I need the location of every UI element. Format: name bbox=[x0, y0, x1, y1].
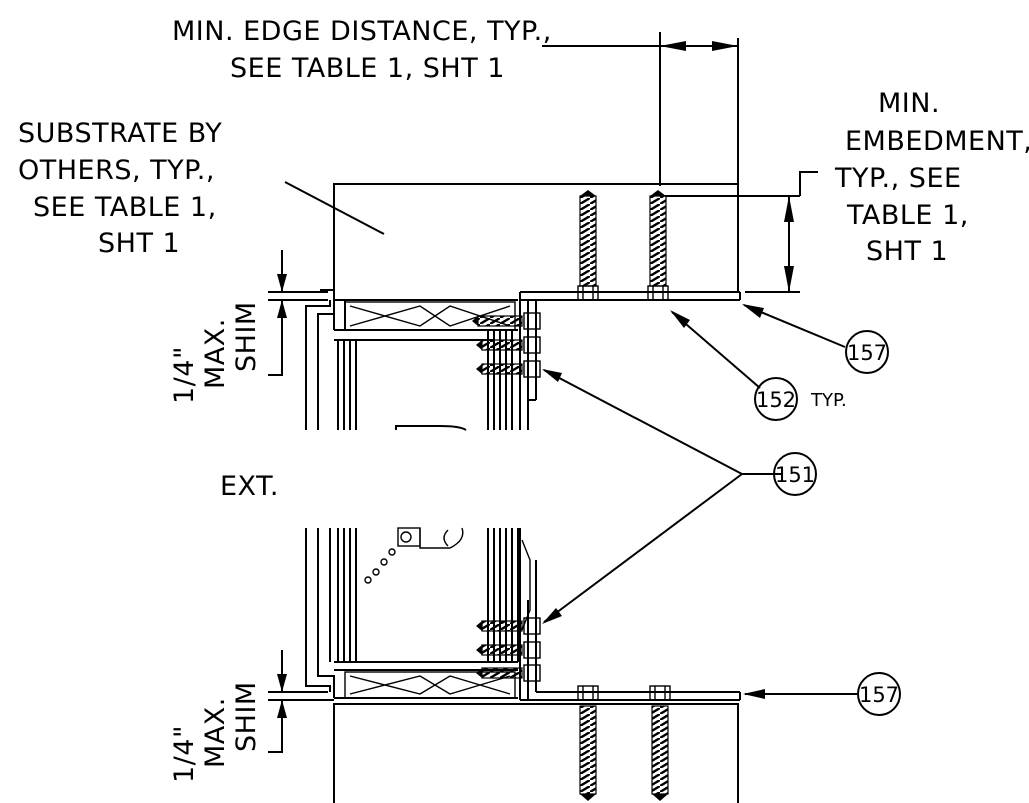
upper-anchor-right bbox=[647, 190, 669, 301]
embedment-line-1: MIN. bbox=[878, 88, 940, 119]
shim-bottom-line-1: 1/4" bbox=[169, 725, 200, 783]
lower-anchor-left bbox=[577, 685, 599, 801]
shim-bottom-line-3: SHIM bbox=[231, 681, 262, 752]
shim-top-line-3: SHIM bbox=[231, 301, 262, 372]
glazing-detail bbox=[364, 527, 464, 584]
upper-clip-screws bbox=[472, 312, 541, 378]
callout-157-bottom-number: 157 bbox=[859, 683, 899, 707]
typ-label: TYP. bbox=[810, 390, 847, 411]
arrow-head bbox=[660, 41, 686, 51]
substrate-line-2: OTHERS, TYP., bbox=[18, 155, 215, 186]
embedment-line-3: TYP., SEE bbox=[834, 163, 962, 194]
embedment-line-5: SHT 1 bbox=[866, 236, 948, 267]
gasket-outline bbox=[395, 425, 467, 431]
embedment-line-4: TABLE 1, bbox=[846, 200, 969, 231]
callout-157-top: 157 bbox=[742, 304, 889, 374]
callout-151: 151 bbox=[542, 369, 817, 624]
substrate-line-1: SUBSTRATE BY bbox=[18, 118, 222, 149]
shim-label-top: 1/4" MAX. SHIM bbox=[169, 301, 262, 404]
arrow-head bbox=[712, 41, 738, 51]
callout-152-number: 152 bbox=[756, 388, 796, 412]
callout-151-number: 151 bbox=[775, 463, 815, 487]
edge-distance-label: MIN. EDGE DISTANCE, TYP., SEE TABLE 1, S… bbox=[172, 16, 552, 84]
embedment-line-2: EMBEDMENT, bbox=[845, 126, 1029, 157]
shim-indicator-top bbox=[268, 250, 328, 376]
embedment-label: MIN. EMBEDMENT, TYP., SEE TABLE 1, SHT 1 bbox=[834, 88, 1029, 267]
substrate-line-4: SHT 1 bbox=[98, 228, 180, 259]
ext-label: EXT. bbox=[220, 471, 279, 502]
lower-substrate bbox=[333, 703, 739, 803]
lower-clip-screws bbox=[476, 617, 541, 682]
callout-157-top-number: 157 bbox=[847, 341, 887, 365]
callout-152: 152 bbox=[670, 310, 798, 421]
shim-top-line-1: 1/4" bbox=[169, 346, 200, 404]
upper-anchor-left bbox=[577, 190, 599, 301]
upper-mullion bbox=[305, 289, 518, 431]
arrow-head bbox=[784, 196, 794, 222]
substrate-leader bbox=[284, 181, 385, 235]
edge-distance-dimension bbox=[542, 32, 739, 186]
edge-distance-line-1: MIN. EDGE DISTANCE, TYP., bbox=[172, 16, 552, 47]
shim-label-bottom: 1/4" MAX. SHIM bbox=[169, 681, 262, 783]
upper-substrate bbox=[284, 181, 739, 292]
upper-clip-angle bbox=[519, 291, 741, 430]
lower-mullion bbox=[305, 528, 519, 701]
arrow-head bbox=[784, 266, 794, 292]
edge-distance-line-2: SEE TABLE 1, SHT 1 bbox=[230, 53, 505, 84]
embedment-dimension bbox=[665, 171, 818, 293]
substrate-label: SUBSTRATE BY OTHERS, TYP., SEE TABLE 1, … bbox=[18, 118, 222, 259]
shim-indicator-bottom bbox=[268, 650, 328, 753]
callout-157-bottom: 157 bbox=[743, 672, 901, 716]
shim-bottom-line-2: MAX. bbox=[200, 697, 231, 768]
lower-anchor-right bbox=[649, 685, 671, 801]
shim-top-line-2: MAX. bbox=[200, 318, 231, 389]
substrate-line-3: SEE TABLE 1, bbox=[33, 192, 217, 223]
